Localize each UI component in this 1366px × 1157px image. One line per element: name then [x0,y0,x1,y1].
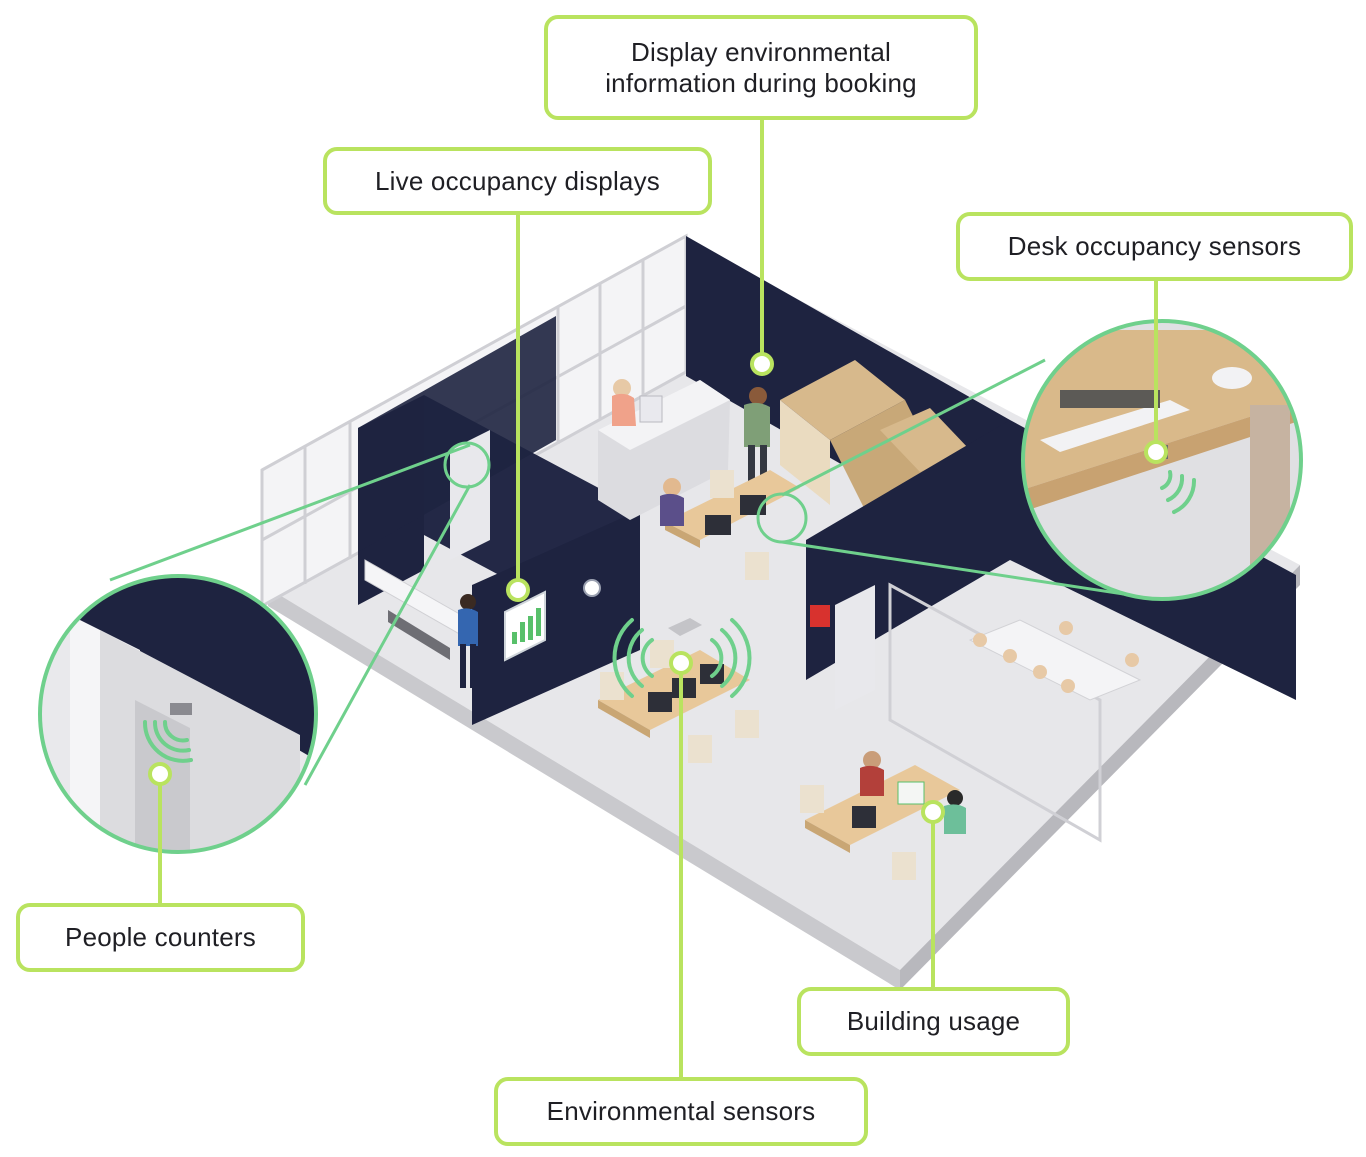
callout-people-counters: People counters [16,903,305,972]
callout-building-usage-label: Building usage [846,1006,1021,1036]
callout-building-usage: Building usage [797,987,1070,1056]
callout-display-environmental-info: Display environmental information during… [544,15,978,120]
callout-live-occupancy-displays: Live occupancy displays [323,147,712,215]
callout-environmental-sensors: Environmental sensors [494,1077,868,1146]
callout-desk-occupancy-sensors-label: Desk occupancy sensors [1007,231,1302,261]
callout-anchor-dots [148,352,1168,824]
callout-environmental-sensors-label: Environmental sensors [546,1096,816,1126]
meeting-room-left [358,316,640,725]
callout-people-counters-label: People counters [65,922,256,952]
wall-clock-icon [583,579,601,597]
callout-leader-lines [158,120,1158,1077]
desk-cluster-bottom [800,751,966,880]
back-office [598,379,770,520]
zoom-leader-lines [109,358,1151,786]
callout-display-environmental-info-label: Display environmental information during… [605,36,917,98]
person-with-tablet [458,594,478,688]
desk-cluster-top [660,470,800,580]
glass-meeting-room [806,420,1142,843]
wifi-signal-icon [612,618,752,698]
callout-desk-occupancy-sensors: Desk occupancy sensors [956,212,1353,281]
people-counter-zoom [38,574,318,854]
callout-live-occupancy-displays-label: Live occupancy displays [375,165,660,196]
